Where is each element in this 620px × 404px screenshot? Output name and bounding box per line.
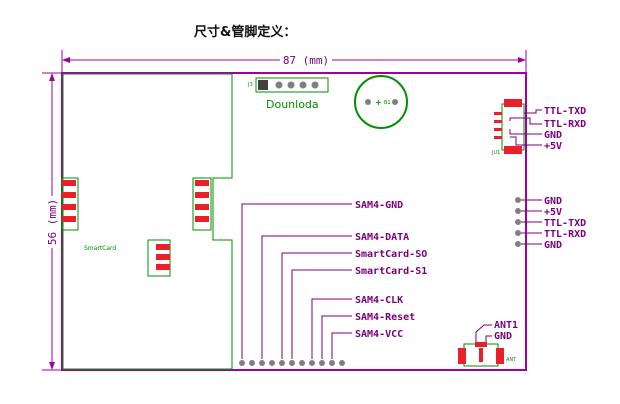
sam-pin-header (239, 360, 345, 366)
sam-pin-0: SAM4-GND (355, 200, 403, 211)
dimension-width: 87 (mm) (61, 50, 527, 72)
header-label: Dounloda (266, 98, 319, 111)
sam-pin-6: SAM4-VCC (355, 329, 403, 340)
header-ref: J3 (247, 82, 253, 88)
ttl-connector: JU1 (491, 99, 542, 156)
lower-pad-group (147, 239, 171, 277)
height-label: 56 (mm) (46, 199, 59, 245)
right-pin-column (515, 197, 542, 247)
sam-pin-3: SmartCard-S1 (355, 266, 427, 277)
right-pin-3: TTL-RXD (544, 229, 586, 240)
ant-pin-1: GND (494, 331, 512, 342)
dimension-height: 56 (mm) (42, 72, 62, 371)
sam-pin-2: SmartCard-SO (355, 249, 427, 260)
buzzer-ref: B1 (384, 100, 391, 106)
ttl-top-pin-2: GND (544, 130, 562, 141)
board-outline (61, 72, 527, 371)
left-pad-group (61, 177, 79, 231)
right-pin-1: +5V (544, 207, 562, 218)
ant-pin-0: ANT1 (494, 320, 518, 331)
ttl-top-pin-0: TTL-TXD (544, 106, 586, 117)
ttl-connector-ref: JU1 (491, 150, 500, 156)
ant-connector-ref: ANT (506, 357, 517, 363)
right-pin-4: GND (544, 240, 562, 251)
page-title: 尺寸&管脚定义： (194, 25, 297, 40)
ttl-top-pin-1: TTL-RXD (544, 119, 586, 130)
svg-text:+: + (375, 98, 382, 107)
sam-pin-5: SAM4-Reset (355, 312, 415, 323)
right-pin-0: GND (544, 196, 562, 207)
download-header: J3 Dounloda (247, 77, 329, 111)
sam-leader-lines (241, 203, 352, 359)
smartcard-label: SmartCard (84, 245, 116, 252)
right-pin-2: TTL-TXD (544, 218, 586, 229)
ant-connector: ANT (458, 324, 517, 367)
center-pad-group (192, 177, 212, 231)
width-label: 87 (mm) (283, 54, 329, 67)
buzzer: + B1 (354, 75, 408, 129)
sam-pin-4: SAM4-CLK (355, 295, 403, 306)
sam-pin-1: SAM4-DATA (355, 232, 409, 243)
smartcard-outline (62, 73, 233, 370)
ttl-top-pin-3: +5V (544, 141, 562, 152)
